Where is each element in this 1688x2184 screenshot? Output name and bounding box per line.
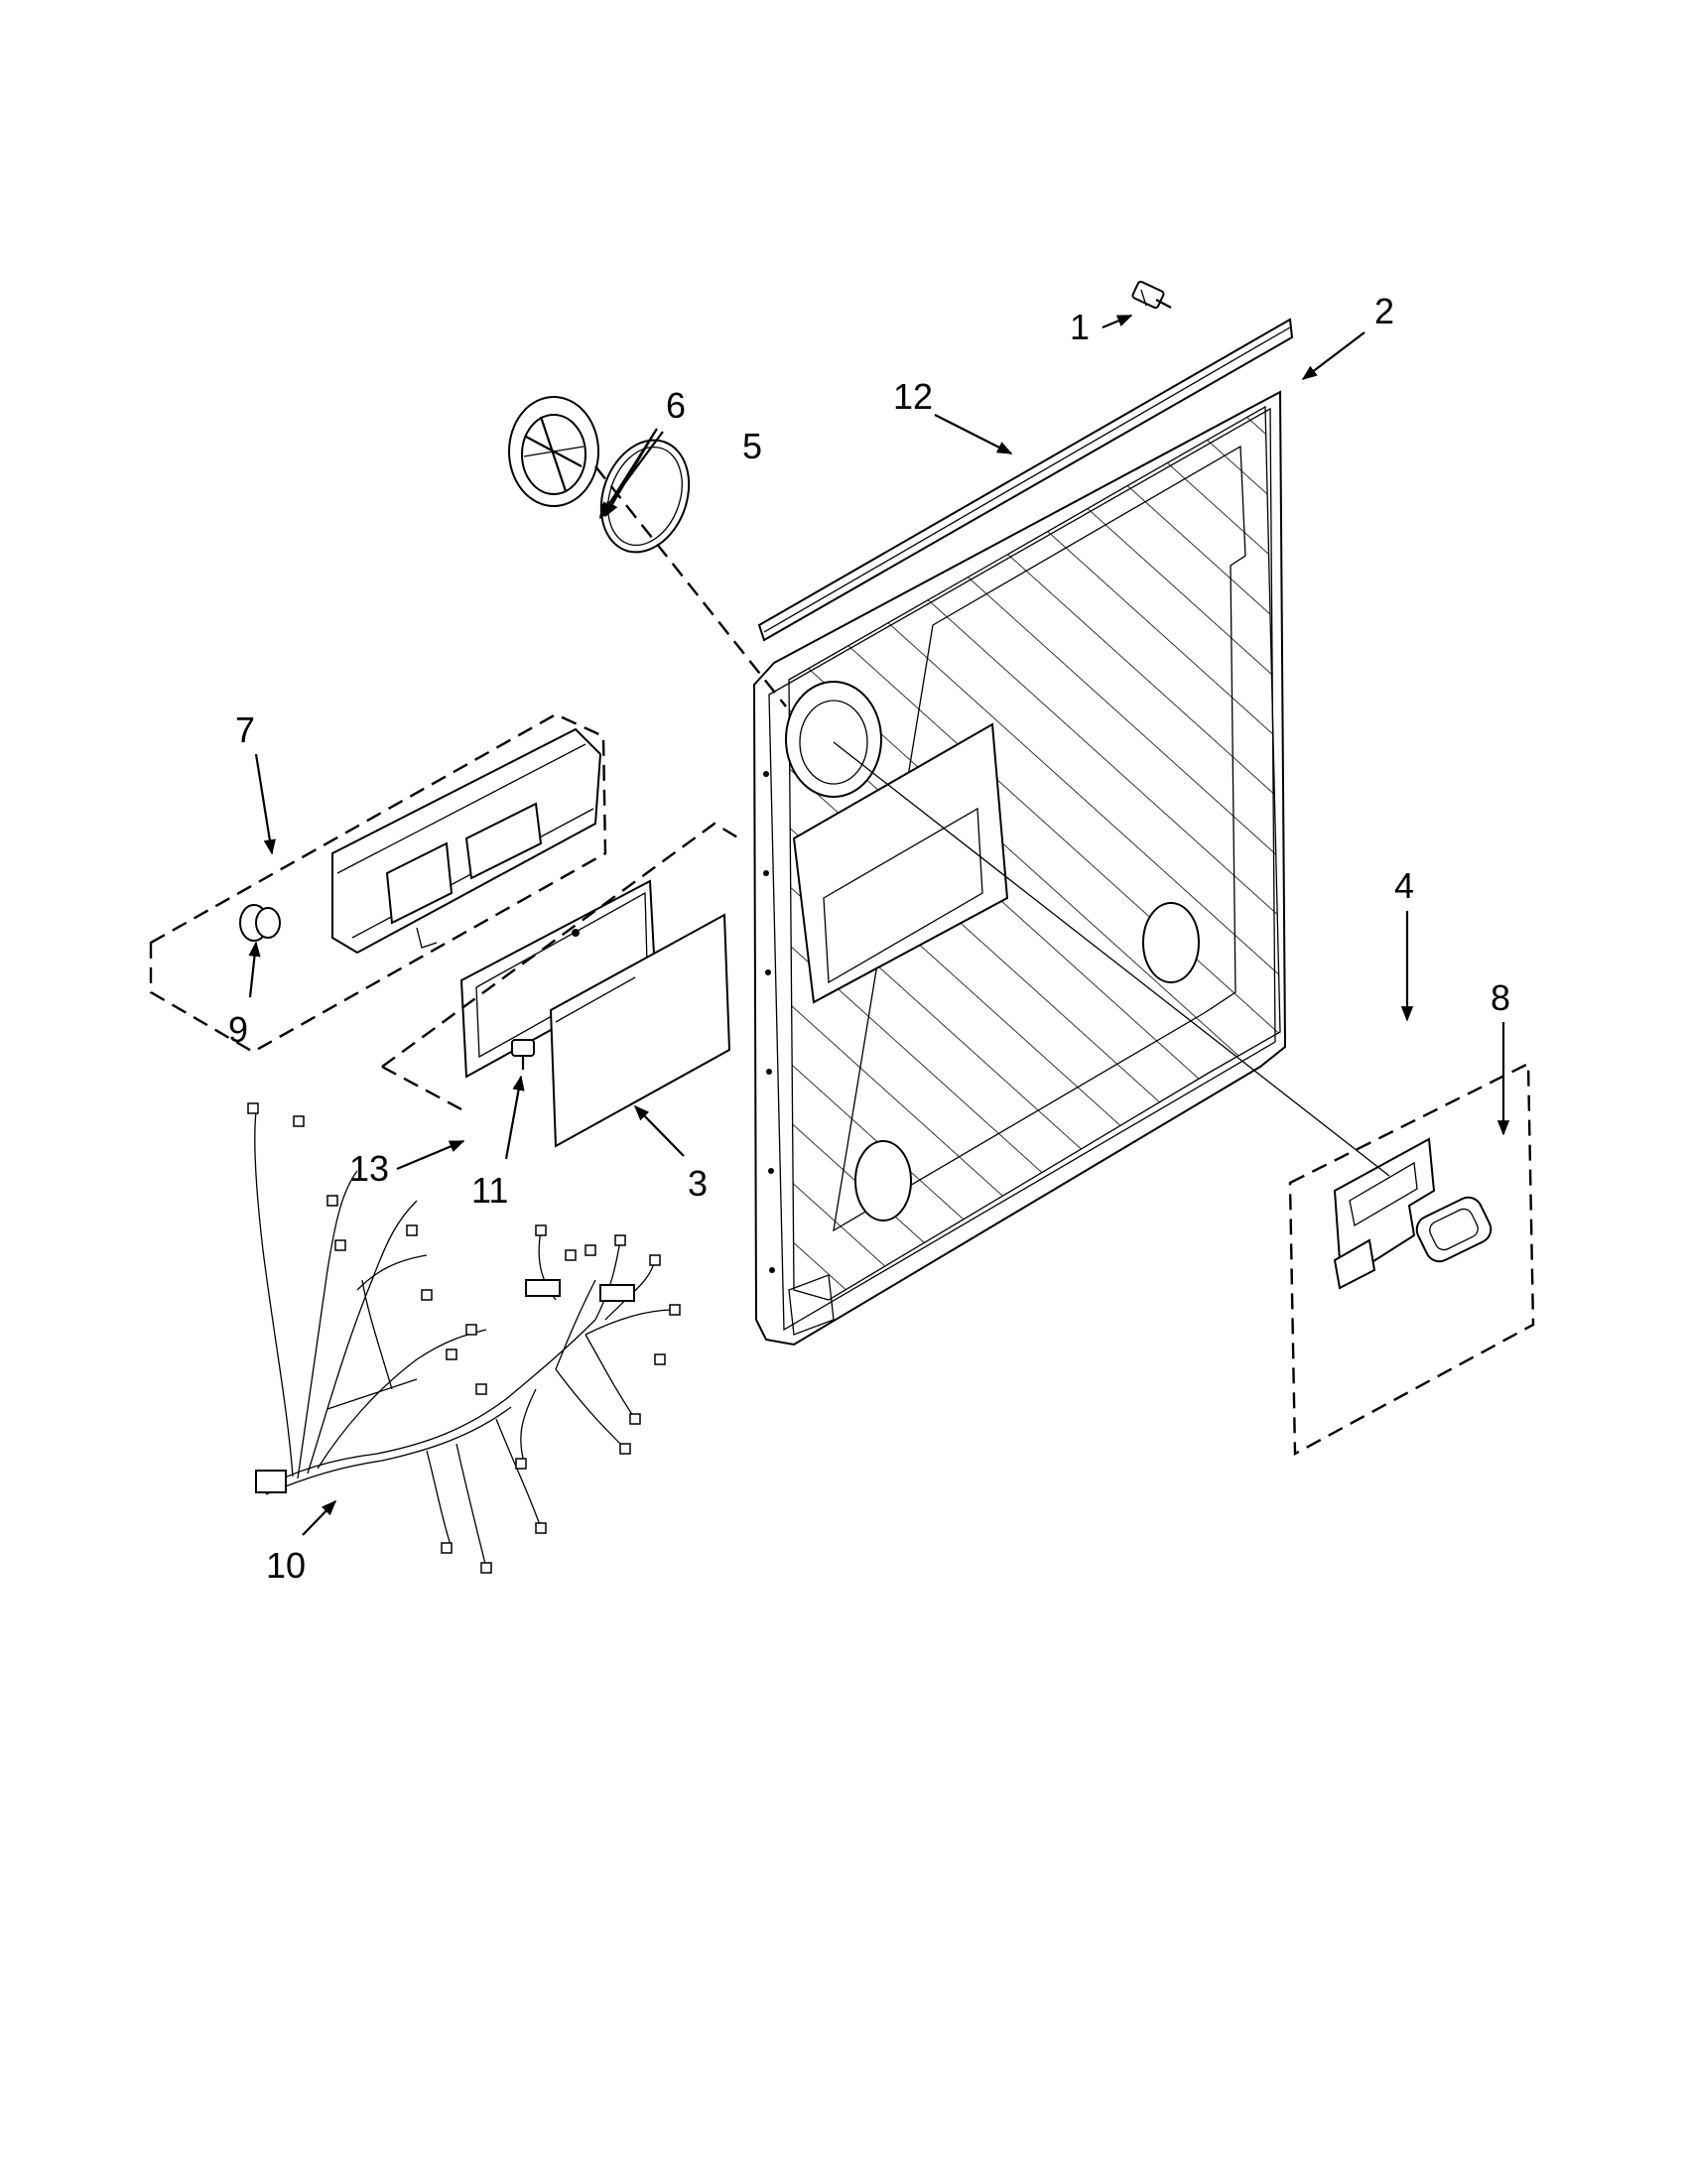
callout-7: 7 <box>235 709 255 750</box>
callout-5: 5 <box>742 426 762 466</box>
alignment-line-board-2 <box>381 1065 462 1111</box>
part-1-screw <box>1131 280 1172 310</box>
callout-1: 1 <box>1070 307 1090 347</box>
part-9-knob <box>239 904 281 942</box>
part-10-wire-harness <box>247 1102 681 1574</box>
part-5-gasket-ring <box>599 439 691 554</box>
part-7-dispenser-assembly <box>149 712 607 1054</box>
callout-13: 13 <box>349 1148 389 1189</box>
inner-door-panel <box>752 318 1294 1347</box>
part-4-latch-assembly <box>1288 1062 1535 1456</box>
part-6-vent-cap <box>508 396 599 507</box>
callout-8: 8 <box>1491 977 1510 1018</box>
callout-11: 11 <box>471 1170 508 1211</box>
callout-2: 2 <box>1374 291 1394 331</box>
callout-3: 3 <box>688 1163 708 1204</box>
rivet-dots <box>763 771 775 1273</box>
leader-arrows <box>248 314 1510 1536</box>
callout-4: 4 <box>1394 865 1414 906</box>
callout-9: 9 <box>228 1009 248 1050</box>
part-11-screw <box>511 1039 535 1070</box>
part-8-latch-gasket <box>1415 1196 1493 1263</box>
alignment-line-vent <box>594 465 787 707</box>
alignment-line-latch <box>833 741 1390 1177</box>
callout-6: 6 <box>666 385 686 426</box>
callout-labels: 1 2 3 4 5 6 7 8 9 10 11 12 13 <box>228 291 1510 1586</box>
alignment-line-board <box>381 822 745 1068</box>
callout-10: 10 <box>266 1545 306 1586</box>
part-3-board-cover <box>549 913 731 1148</box>
callout-12: 12 <box>893 376 933 417</box>
